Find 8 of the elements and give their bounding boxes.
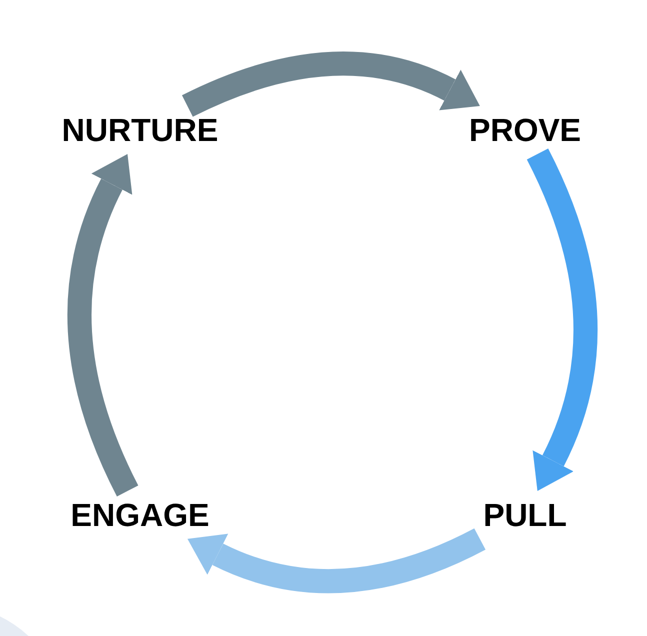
stage-label: ENGAGE [70, 496, 210, 535]
curved-arrow [526, 148, 598, 492]
stage-label: NURTURE [62, 111, 218, 150]
curved-arrow [182, 52, 481, 117]
stage-label: PROVE [468, 111, 582, 150]
stage-label: PULL [483, 496, 567, 535]
curved-arrow [186, 528, 486, 594]
curved-arrow [68, 153, 138, 496]
